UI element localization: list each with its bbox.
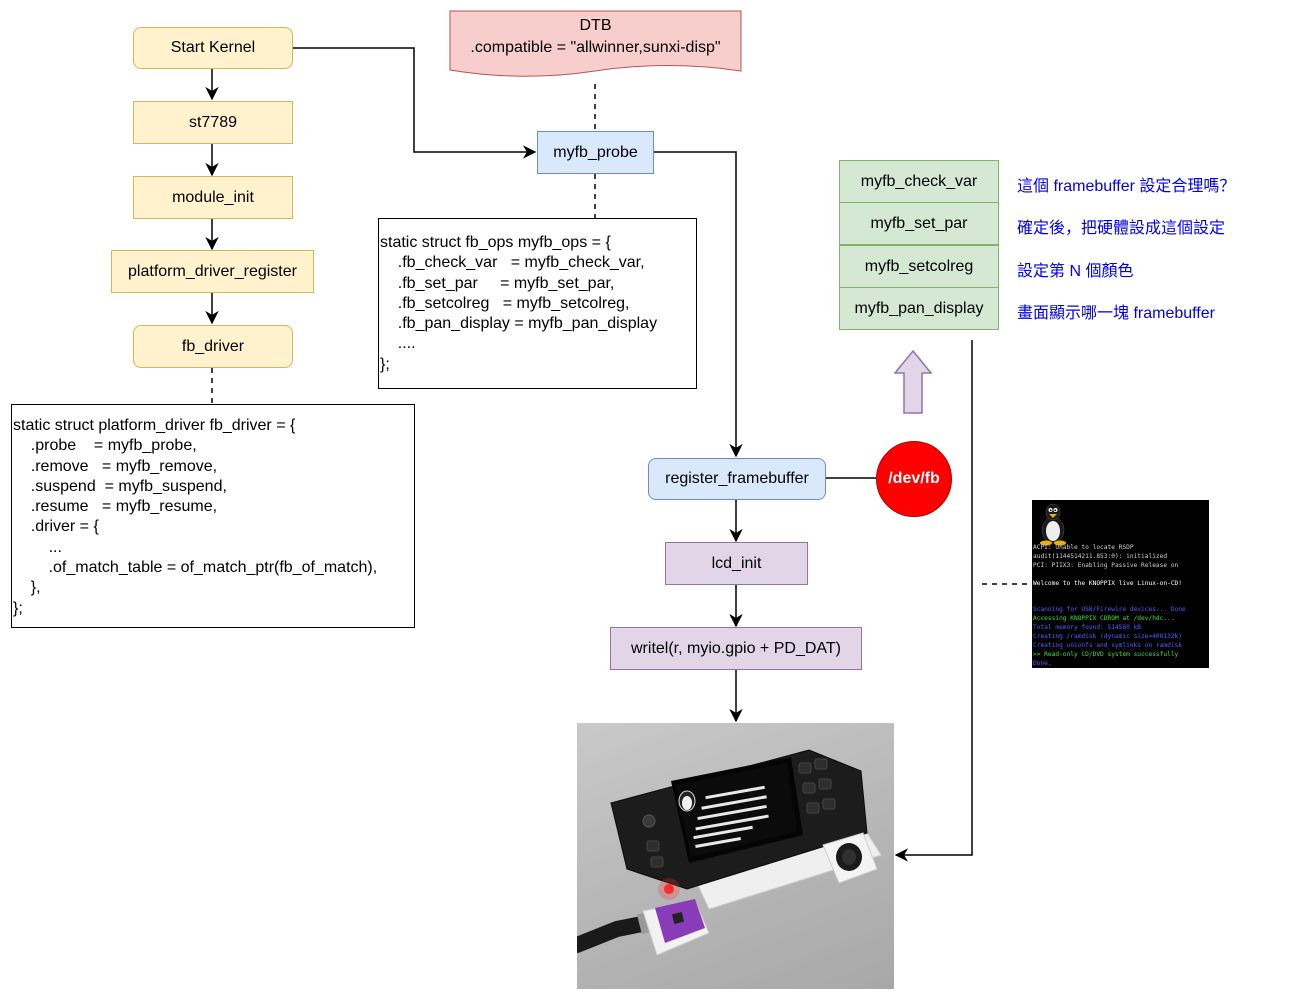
module-init-node: module_init: [133, 176, 293, 219]
terminal-line: audit(1144514211.853:0): initialized: [1033, 552, 1168, 560]
device-illustration: [577, 749, 882, 956]
terminal-line: Scanning for USB/Firewire devices... Don…: [1033, 606, 1186, 614]
code-line: .probe = myfb_probe,: [13, 437, 197, 455]
code-line: .fb_setcolreg = myfb_setcolreg,: [380, 294, 630, 312]
terminal-line: Creating unionfs and symlinks on ramdisk: [1033, 641, 1183, 649]
code-line: .remove = myfb_remove,: [13, 457, 218, 475]
fb-driver-code-block: static struct platform_driver fb_driver …: [11, 404, 415, 628]
ops-pan-display: myfb_pan_display: [839, 287, 999, 330]
terminal-line: Accessing KNOPPIX CDROM at /dev/hdc...: [1033, 615, 1175, 623]
code-line: .suspend = myfb_suspend,: [13, 477, 227, 495]
code-line: .resume = myfb_resume,: [13, 498, 218, 516]
myfb-probe-label: myfb_probe: [553, 143, 638, 161]
module-init-label: module_init: [172, 188, 254, 206]
code-line: .fb_set_par = myfb_set_par,: [380, 274, 615, 292]
terminal-line: PCI: PIIX3: Enabling Passive Release on: [1033, 561, 1179, 569]
start-kernel-node: Start Kernel: [133, 27, 293, 69]
code-line: .of_match_table = of_match_ptr(fb_of_mat…: [13, 559, 378, 577]
ops-set-par: myfb_set_par: [839, 202, 999, 245]
dtb-compatible-text: .compatible = "allwinner,sunxi-disp": [470, 39, 721, 56]
ops-label: myfb_pan_display: [854, 299, 984, 317]
ops-label: myfb_check_var: [860, 172, 978, 190]
platform-driver-register-label: platform_driver_register: [128, 262, 297, 280]
code-line: static struct fb_ops myfb_ops = {: [380, 234, 611, 251]
terminal-line: Done.: [1033, 659, 1052, 667]
dtb-title-text: DTB: [579, 17, 612, 34]
arrow-probe-register-fb: [654, 151, 743, 458]
ops-desc: 這個 framebuffer 設定合理嗎？: [1017, 178, 1236, 195]
myfb-probe-node: myfb_probe: [537, 131, 654, 174]
dtb-compatible: .compatible = "allwinner,sunxi-disp": [450, 38, 741, 58]
devfb-label: /dev/fb: [888, 470, 940, 487]
code-line: };: [380, 355, 390, 373]
code-line: },: [13, 579, 41, 597]
terminal-line: >> Read-only CD/DVD system successfully: [1033, 650, 1179, 658]
fb-driver-node: fb_driver: [133, 325, 293, 368]
register-framebuffer-node: register_framebuffer: [648, 458, 826, 500]
tux-icon: [1040, 503, 1066, 546]
fb-driver-label: fb_driver: [181, 337, 245, 355]
writel-label: writel(r, myio.gpio + PD_DAT): [631, 639, 841, 657]
devfb-node: /dev/fb: [876, 441, 952, 517]
code-line: .driver = {: [13, 518, 99, 536]
code-line: };: [13, 599, 23, 617]
terminal-line: Welcome to the KNOPPIX live Linux-on-CD!: [1033, 579, 1183, 587]
ops-check-var: myfb_check_var: [839, 160, 999, 203]
ops-desc: 畫面顯示哪一塊 framebuffer: [1017, 305, 1215, 322]
register-framebuffer-label: register_framebuffer: [665, 470, 809, 487]
up-arrow-shape: [893, 349, 933, 414]
arrow-kernel-probe: [293, 47, 537, 159]
terminal-line: ACPI: Unable to locate RSDP: [1033, 544, 1134, 551]
code-line: ...: [13, 538, 62, 556]
code-line: ....: [380, 335, 416, 353]
ops-label: myfb_set_par: [870, 214, 968, 232]
code-line: static struct platform_driver fb_driver …: [13, 417, 296, 434]
device-photo: [577, 723, 894, 989]
ops-desc: 確定後，把硬體設成這個設定: [1017, 220, 1226, 237]
start-kernel-label: Start Kernel: [170, 39, 256, 56]
lcd-init-label: lcd_init: [711, 554, 762, 572]
ops-setcolreg: myfb_setcolreg: [839, 245, 999, 288]
dtb-shape: [449, 10, 742, 77]
arrow-ops-photo: [894, 340, 973, 862]
fb-ops-code-block: static struct fb_ops myfb_ops = { .fb_ch…: [378, 218, 697, 389]
terminal-line: Creating /ramdisk (dynamic size=400132k): [1033, 633, 1183, 640]
st7789-node: st7789: [133, 101, 293, 144]
code-line: .fb_check_var = myfb_check_var,: [380, 254, 645, 272]
lcd-init-node: lcd_init: [665, 542, 808, 585]
terminal-line: Total memory found: 514580 kB: [1033, 624, 1142, 632]
writel-node: writel(r, myio.gpio + PD_DAT): [610, 627, 862, 670]
ops-label: myfb_setcolreg: [864, 257, 974, 275]
ops-desc: 設定第 N 個顏色: [1017, 263, 1134, 280]
st7789-label: st7789: [188, 113, 238, 131]
dtb-title: DTB: [450, 16, 741, 36]
platform-driver-register-node: platform_driver_register: [111, 250, 314, 293]
code-line: .fb_pan_display = myfb_pan_display: [380, 315, 658, 333]
